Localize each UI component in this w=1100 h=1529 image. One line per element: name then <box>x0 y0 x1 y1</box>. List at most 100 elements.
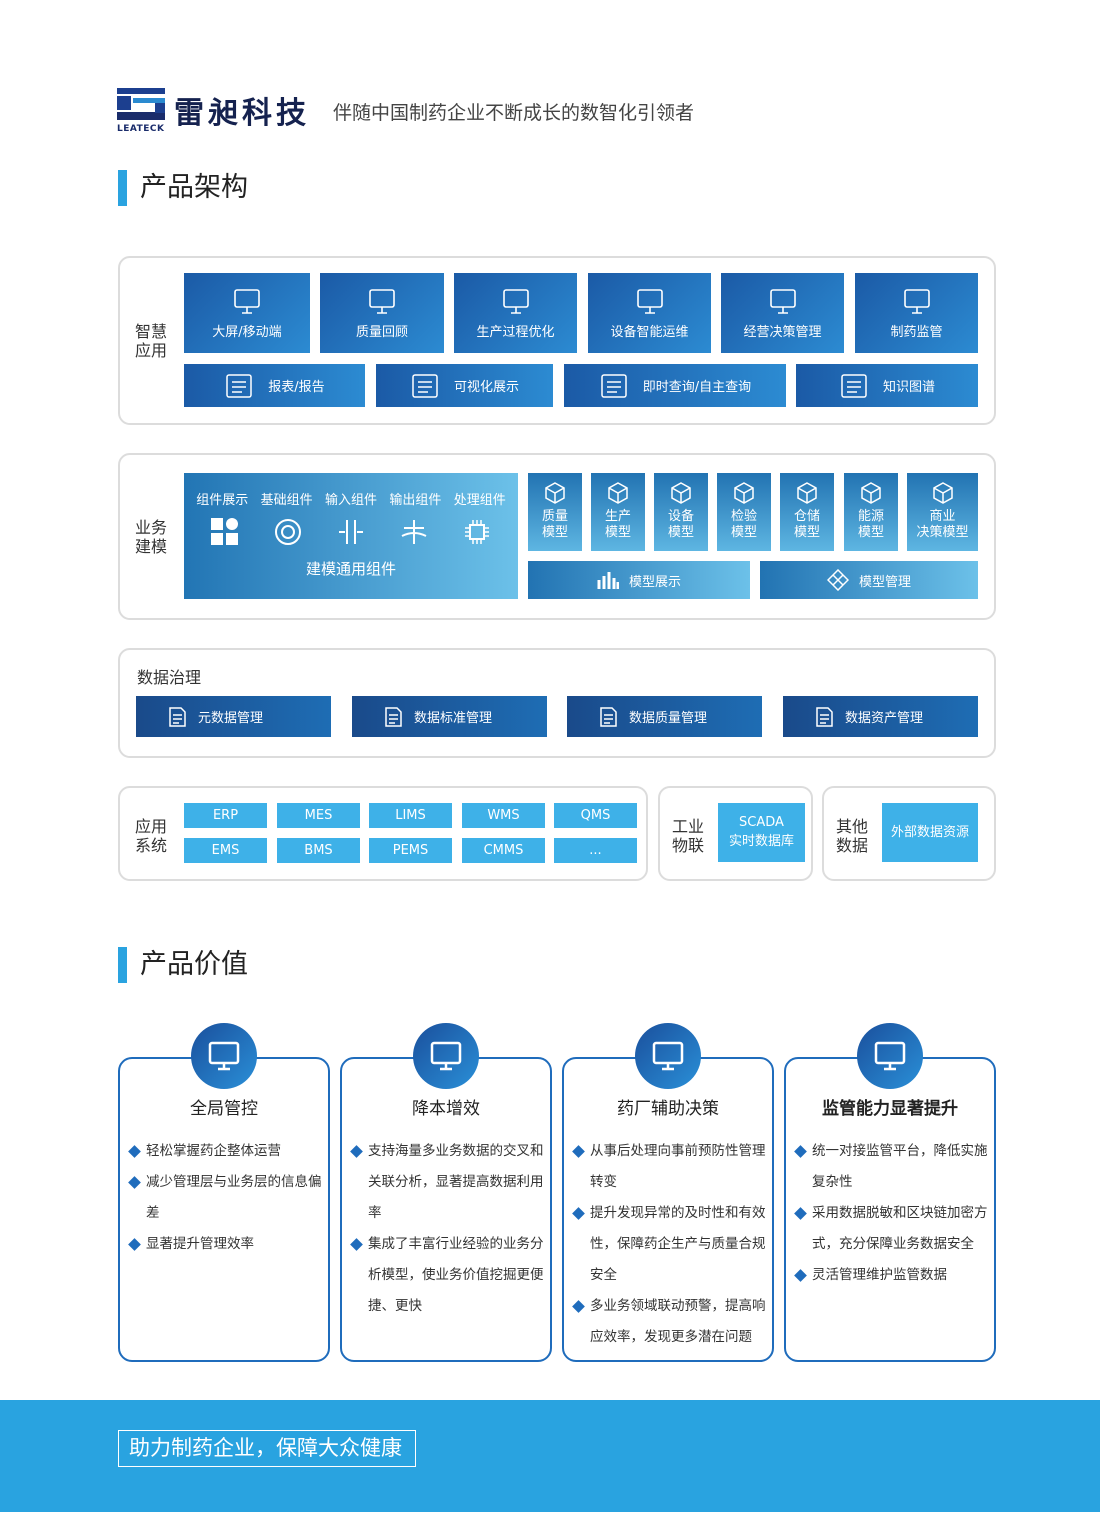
model-label: 模型 <box>730 525 757 540</box>
model-label: 检验 <box>730 509 757 524</box>
code-window-icon <box>430 1041 462 1071</box>
scada-label: SCADA <box>739 815 784 830</box>
model-icon <box>608 482 628 504</box>
card-bullet: 从事后处理向事前预防性管理转变 <box>572 1136 772 1198</box>
governance-label: 数据治理 <box>137 668 202 687</box>
ring-icon <box>275 519 302 545</box>
document-icon <box>816 706 833 727</box>
iot-label: 工业物联 <box>672 817 705 855</box>
model-tile[interactable]: 生产模型 <box>591 473 645 551</box>
card-bullet: 采用数据脱敏和区块链加密方式，充分保障业务数据安全 <box>794 1198 994 1260</box>
output-icon <box>401 520 427 544</box>
model-tile[interactable]: 质量模型 <box>528 473 582 551</box>
system-tile[interactable]: PEMS <box>369 838 452 863</box>
monitor-icon <box>234 289 260 314</box>
system-tile[interactable]: WMS <box>462 803 545 828</box>
smart-app-label: 制药监管 <box>890 325 943 340</box>
modeling-label: 业务建模 <box>135 518 168 556</box>
model-tile[interactable]: 仓储模型 <box>780 473 834 551</box>
card-icon-circle <box>191 1023 257 1089</box>
system-tile[interactable]: ERP <box>184 803 267 828</box>
governance-label: 元数据管理 <box>198 711 264 726</box>
governance-button[interactable]: 数据标准管理 <box>352 696 547 737</box>
smart-app-tile[interactable]: 即时查询/自主查询 <box>564 364 786 407</box>
smart-app-tile[interactable]: 质量回顾 <box>320 273 444 353</box>
model-label: 质量 <box>541 509 568 524</box>
model-management-button[interactable]: 模型管理 <box>760 561 978 599</box>
card-icon-circle <box>635 1023 701 1089</box>
eye-monitor-icon <box>874 1041 906 1071</box>
model-icon <box>734 482 754 504</box>
model-tile[interactable]: 检验模型 <box>717 473 771 551</box>
system-tile[interactable]: CMMS <box>462 838 545 863</box>
governance-label: 数据标准管理 <box>414 711 493 726</box>
section-title-value: 产品价值 <box>118 947 418 983</box>
model-label: 模型 <box>857 525 884 540</box>
smart-app-label: 可视化展示 <box>453 380 519 395</box>
document-icon <box>600 706 617 727</box>
logo-mark-icon <box>117 88 165 120</box>
model-icon <box>671 482 691 504</box>
model-icon <box>861 482 881 504</box>
model-tile[interactable]: 商业决策模型 <box>907 473 978 551</box>
smart-app-tile[interactable]: 知识图谱 <box>796 364 978 407</box>
smart-app-tile[interactable]: 经营决策管理 <box>721 273 844 353</box>
model-label: 模型 <box>793 525 820 540</box>
sliders-icon <box>412 373 438 398</box>
book-icon <box>841 373 867 398</box>
smart-app-label: 质量回顾 <box>355 325 408 340</box>
governance-label: 数据资产管理 <box>845 711 924 726</box>
smart-app-tile[interactable]: 可视化展示 <box>376 364 553 407</box>
line-chart-icon <box>502 289 529 314</box>
model-label: 能源 <box>857 509 884 524</box>
card-bullet: 集成了丰富行业经验的业务分析模型，使业务价值挖掘更便捷、更快 <box>350 1229 550 1322</box>
robot-arm-icon <box>636 289 663 314</box>
model-tile[interactable]: 能源模型 <box>844 473 898 551</box>
system-tile[interactable]: EMS <box>184 838 267 863</box>
card-bullet: 灵活管理维护监管数据 <box>794 1260 994 1291</box>
card-bullet: 支持海量多业务数据的交叉和关联分析，显著提高数据利用率 <box>350 1136 550 1229</box>
system-tile[interactable]: ... <box>554 838 637 863</box>
smart-app-tile[interactable]: 制药监管 <box>855 273 978 353</box>
card-bullet: 多业务领域联动预警，提高响应效率，发现更多潜在问题 <box>572 1291 772 1353</box>
grid-icon <box>211 518 239 545</box>
model-tile[interactable]: 设备模型 <box>654 473 708 551</box>
smart-app-tile[interactable]: 设备智能运维 <box>588 273 711 353</box>
model-label: 生产 <box>604 509 631 524</box>
system-tile[interactable]: LIMS <box>369 803 452 828</box>
other-data-label: 其他数据 <box>836 817 869 855</box>
smart-app-tile[interactable]: 生产过程优化 <box>454 273 577 353</box>
system-tile[interactable]: QMS <box>554 803 637 828</box>
system-tile[interactable]: MES <box>277 803 360 828</box>
document-icon <box>385 706 402 727</box>
card-bullets: 统一对接监管平台，降低实施复杂性采用数据脱敏和区块链加密方式，充分保障业务数据安… <box>794 1136 994 1291</box>
system-tile[interactable]: BMS <box>277 838 360 863</box>
card-bullets: 支持海量多业务数据的交叉和关联分析，显著提高数据利用率集成了丰富行业经验的业务分… <box>350 1136 550 1322</box>
people-icon <box>769 289 796 314</box>
component-type-label: 处理组件 <box>453 493 506 508</box>
card-title: 监管能力显著提升 <box>822 1099 958 1119</box>
model-icon <box>797 482 817 504</box>
model-label: 决策模型 <box>916 525 969 540</box>
card-bullet: 统一对接监管平台，降低实施复杂性 <box>794 1136 994 1198</box>
smart-app-label: 生产过程优化 <box>476 325 555 340</box>
model-display-button[interactable]: 模型展示 <box>528 561 750 599</box>
card-bullets: 从事后处理向事前预防性管理转变提升发现异常的及时性和有效性，保障药企生产与质量合… <box>572 1136 772 1353</box>
systems-panel <box>118 786 648 881</box>
smart-app-tile[interactable]: 报表/报告 <box>184 364 365 407</box>
section-title-architecture: 产品架构 <box>118 170 418 206</box>
component-type-label: 输出组件 <box>389 493 442 508</box>
governance-button[interactable]: 数据资产管理 <box>783 696 978 737</box>
component-type-label: 输入组件 <box>324 493 377 508</box>
governance-button[interactable]: 元数据管理 <box>136 696 331 737</box>
systems-label: 应用系统 <box>135 817 168 855</box>
card-bullets: 轻松掌握药企整体运营减少管理层与业务层的信息偏差显著提升管理效率 <box>128 1136 328 1260</box>
hexagon-nodes-icon <box>652 1041 684 1071</box>
smart-apps-label: 智慧应用 <box>135 322 168 360</box>
model-display-label: 模型展示 <box>628 574 681 590</box>
smart-app-tile[interactable]: 大屏/移动端 <box>184 273 310 353</box>
model-label: 模型 <box>667 525 694 540</box>
governance-button[interactable]: 数据质量管理 <box>567 696 762 737</box>
report-icon <box>226 373 253 398</box>
